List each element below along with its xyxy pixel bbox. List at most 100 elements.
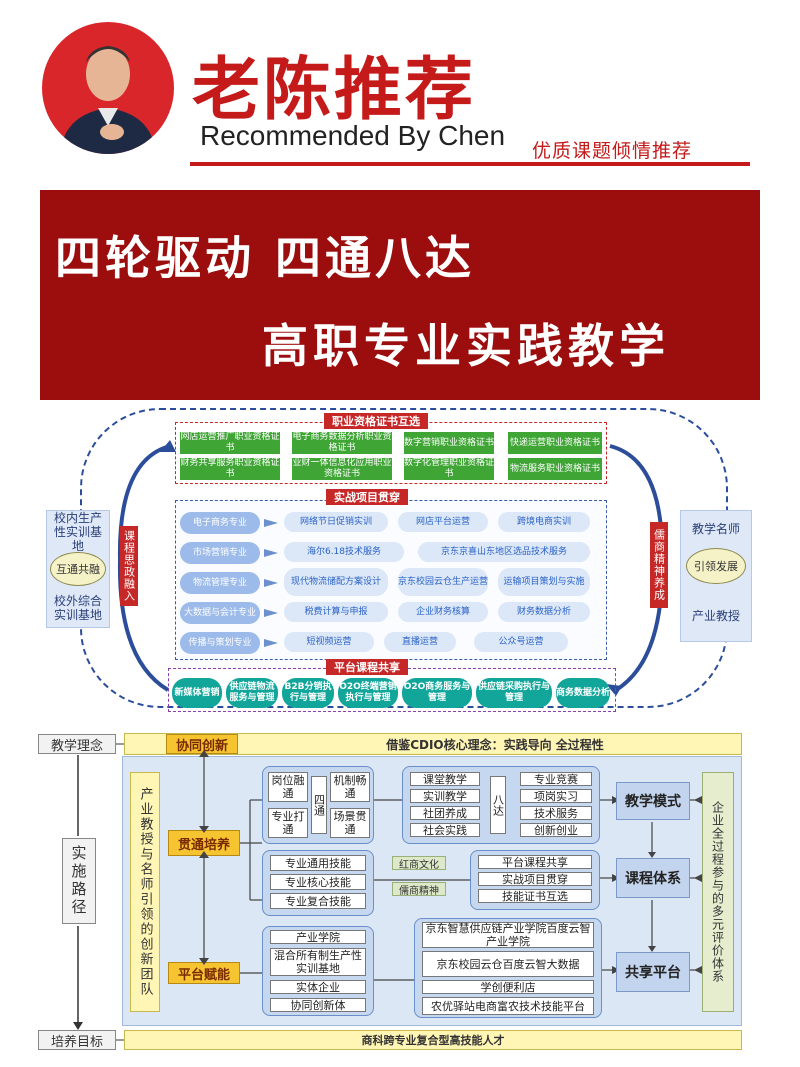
curriculum-box: 课程体系 — [616, 858, 690, 898]
project-pill: 京东校园云仓生产运营 — [398, 568, 488, 596]
skill-item: 专业核心技能 — [270, 874, 366, 890]
four-link-item: 机制畅通 — [330, 772, 370, 802]
evaluation-label: 企业全过程参与的多元评价体系 — [702, 772, 734, 1012]
project-pill: 海尔6.18技术服务 — [284, 542, 404, 562]
platform-pill: 商务数据分析 — [556, 678, 610, 708]
cert-section-title: 职业资格证书互选 — [324, 413, 428, 429]
project-pill: 短视频运营 — [284, 632, 374, 652]
banner-title-line2: 高职专业实践教学 — [262, 319, 670, 373]
eight-left-item: 课堂教学 — [410, 772, 480, 786]
eight-right-item: 创新创业 — [520, 823, 592, 837]
team-label: 产业教授与名师引领的创新团队 — [130, 772, 160, 1012]
cert-item: 财务共享服务职业资格证书 — [180, 458, 280, 480]
industry-item: 协同创新体 — [270, 998, 366, 1012]
cert-item: 数字化管理职业资格证书 — [404, 458, 495, 480]
eight-right-item: 专业竞赛 — [520, 772, 592, 786]
cdio-text: 借鉴CDIO核心理念：实践导向 全过程性 — [386, 737, 604, 752]
industry-item: 产业学院 — [270, 930, 366, 944]
eight-left-item: 社会实践 — [410, 823, 480, 837]
title-banner — [40, 190, 760, 400]
four-link-item: 场景贯通 — [330, 808, 370, 838]
project-pill: 网店平台运营 — [398, 512, 488, 532]
project-pill: 税费计算与申报 — [284, 602, 388, 622]
project-pill: 跨境电商实训 — [498, 512, 590, 532]
platform-pill: O2O商务服务与管理 — [402, 678, 472, 708]
skill-item: 专业通用技能 — [270, 855, 366, 871]
label-concept: 教学理念 — [38, 734, 116, 754]
right-vertical-label: 儒商精神养成 — [650, 522, 668, 608]
cert-item: 网店运营推广职业资格证书 — [180, 432, 280, 454]
project-pill: 企业财务核算 — [398, 602, 488, 622]
label-path: 实施路径 — [62, 838, 96, 924]
brand-underline — [190, 162, 750, 166]
jd-item: 京东智慧供应链产业学院百度云智产业学院 — [422, 922, 594, 948]
platform-list-item: 实战项目贯穿 — [478, 872, 592, 886]
left-vertical-label: 课程思政融入 — [120, 526, 138, 606]
eight-right-item: 技术服务 — [520, 806, 592, 820]
eight-left-item: 社团养成 — [410, 806, 480, 820]
industry-item: 实体企业 — [270, 980, 366, 994]
spirit-label: 儒商精神 — [392, 882, 446, 897]
culture-label: 红商文化 — [392, 856, 446, 871]
left-base-top: 校内生产性实训基地 — [53, 511, 102, 553]
four-links-center: 四通 — [311, 776, 327, 834]
right-panel-top: 教学名师 — [691, 522, 740, 536]
cert-item: 电子商务数据分析职业资格证书 — [292, 432, 392, 454]
major-pill: 大数据与会计专业 — [180, 602, 260, 624]
label-goal: 培养目标 — [38, 1030, 116, 1050]
major-pill: 物流管理专业 — [180, 572, 260, 594]
platform-list-item: 平台课程共享 — [478, 855, 592, 869]
teaching-mode-box: 教学模式 — [616, 782, 690, 820]
platform-section-title: 平台课程共享 — [326, 659, 408, 675]
cdio-banner — [124, 733, 742, 755]
banner-title-line1: 四轮驱动 四通八达 — [55, 231, 476, 285]
eight-reaches-center: 八达 — [490, 776, 506, 834]
project-pill: 直播运营 — [384, 632, 456, 652]
project-pill: 网络节日促销实训 — [284, 512, 388, 532]
right-oval: 引领发展 — [686, 548, 746, 584]
right-panel-bottom: 产业教授 — [691, 609, 740, 623]
shared-platform-box: 共享平台 — [616, 952, 690, 992]
major-pill: 电子商务专业 — [180, 512, 260, 534]
cert-item: 业财一体信息化应用职业资格证书 — [292, 458, 392, 480]
platform-pill: 供应链采购执行与管理 — [476, 678, 552, 708]
eight-left-item: 实训教学 — [410, 789, 480, 803]
jd-item: 学创便利店 — [422, 980, 594, 994]
cert-item: 快递运营职业资格证书 — [508, 432, 602, 454]
skill-item: 专业复合技能 — [270, 893, 366, 909]
platform-pill: O2O终端营销执行与管理 — [338, 678, 398, 708]
project-pill: 现代物流储配方案设计 — [284, 568, 388, 596]
jd-item: 农优驿站电商富农技术技能平台 — [422, 997, 594, 1015]
eight-right-item: 项岗实习 — [520, 789, 592, 803]
through-label: 贯通培养 — [168, 830, 240, 856]
industry-item: 混合所有制生产性实训基地 — [270, 948, 366, 976]
platform-pill: 供应链物流服务与管理 — [226, 678, 278, 708]
major-pill: 传播与策划专业 — [180, 632, 260, 654]
empower-label: 平台赋能 — [168, 962, 240, 984]
project-pill: 财务数据分析 — [498, 602, 590, 622]
jd-item: 京东校园云仓百度云智大数据 — [422, 951, 594, 977]
four-link-item: 专业打通 — [268, 808, 308, 838]
brand-tagline: 优质课题倾情推荐 — [532, 140, 693, 162]
major-pill: 市场营销专业 — [180, 542, 260, 564]
cert-item: 数字营销职业资格证书 — [404, 432, 494, 454]
author-avatar — [42, 22, 174, 154]
brand-subtitle: Recommended By Chen — [200, 120, 506, 151]
project-section-title: 实战项目贯穿 — [326, 489, 408, 505]
platform-pill: 新媒体营销 — [172, 678, 222, 708]
four-link-item: 岗位融通 — [268, 772, 308, 802]
project-pill: 京东京喜山东地区选品技术服务 — [418, 542, 590, 562]
platform-pill: B2B分销执行与管理 — [282, 678, 334, 708]
project-pill: 运输项目策划与实施 — [498, 568, 590, 596]
project-pill: 公众号运营 — [474, 632, 568, 652]
platform-list-item: 技能证书互选 — [478, 889, 592, 903]
goal-bar: 商科跨专业复合型高技能人才 — [124, 1030, 742, 1050]
brand-title: 老陈推荐 — [192, 50, 477, 130]
person-portrait-icon — [60, 46, 156, 154]
cert-item: 物流服务职业资格证书 — [508, 458, 602, 480]
left-oval: 互通共融 — [50, 552, 106, 586]
left-base-bottom: 校外综合实训基地 — [53, 594, 102, 622]
